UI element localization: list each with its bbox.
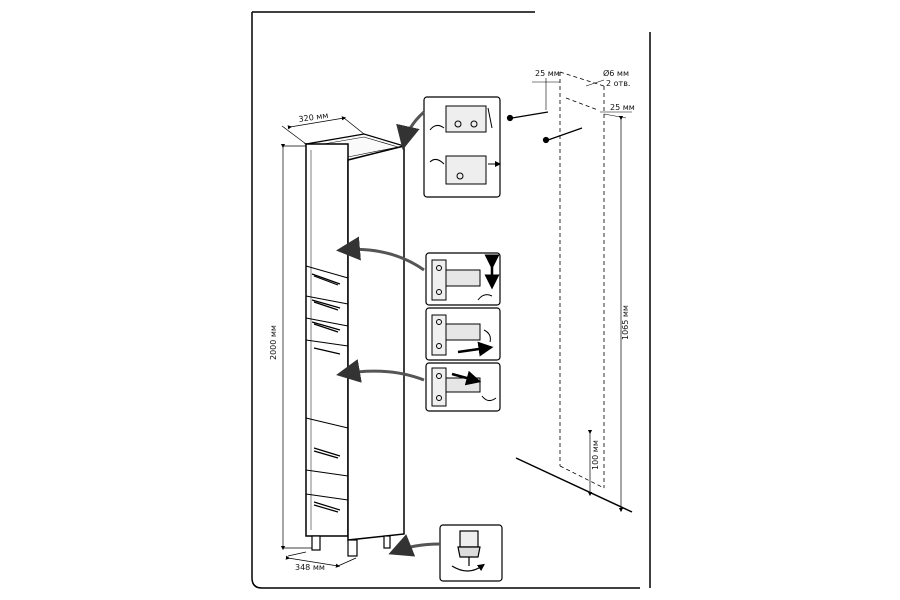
floor-offset-label: 100 мм (591, 440, 600, 470)
bracket-detail-panel (423, 96, 501, 198)
foot-callout-arrow (388, 534, 441, 557)
cabinet-drawing (303, 133, 407, 557)
bracket-icon (429, 105, 501, 185)
width-top-label: 320 мм (298, 111, 329, 124)
hole-spec-line1-label: Ø6 мм (603, 68, 629, 78)
adjustable-foot-icon (451, 530, 485, 572)
hinge-callout-arrow-upper (336, 236, 425, 272)
height-total-label: 2000 мм (269, 325, 278, 360)
bracket-callout-arrow (396, 110, 425, 150)
hole-spec-line2-label: 2 отв. (606, 79, 630, 88)
hinge-detail-panels (425, 252, 501, 412)
hinge-adjustment-icon (431, 254, 500, 407)
foot-detail-panel (439, 524, 503, 582)
mount-height-label: 1065 мм (621, 305, 630, 340)
mount-offset-left-label: 25 мм (535, 69, 560, 78)
page-frame (251, 11, 651, 589)
mount-offset-right-label: 25 мм (610, 103, 635, 112)
dimension-lines (280, 116, 365, 568)
wall-template (506, 71, 633, 513)
hinge-callout-arrow-lower (336, 359, 425, 383)
width-bottom-label: 348 мм (295, 563, 325, 572)
